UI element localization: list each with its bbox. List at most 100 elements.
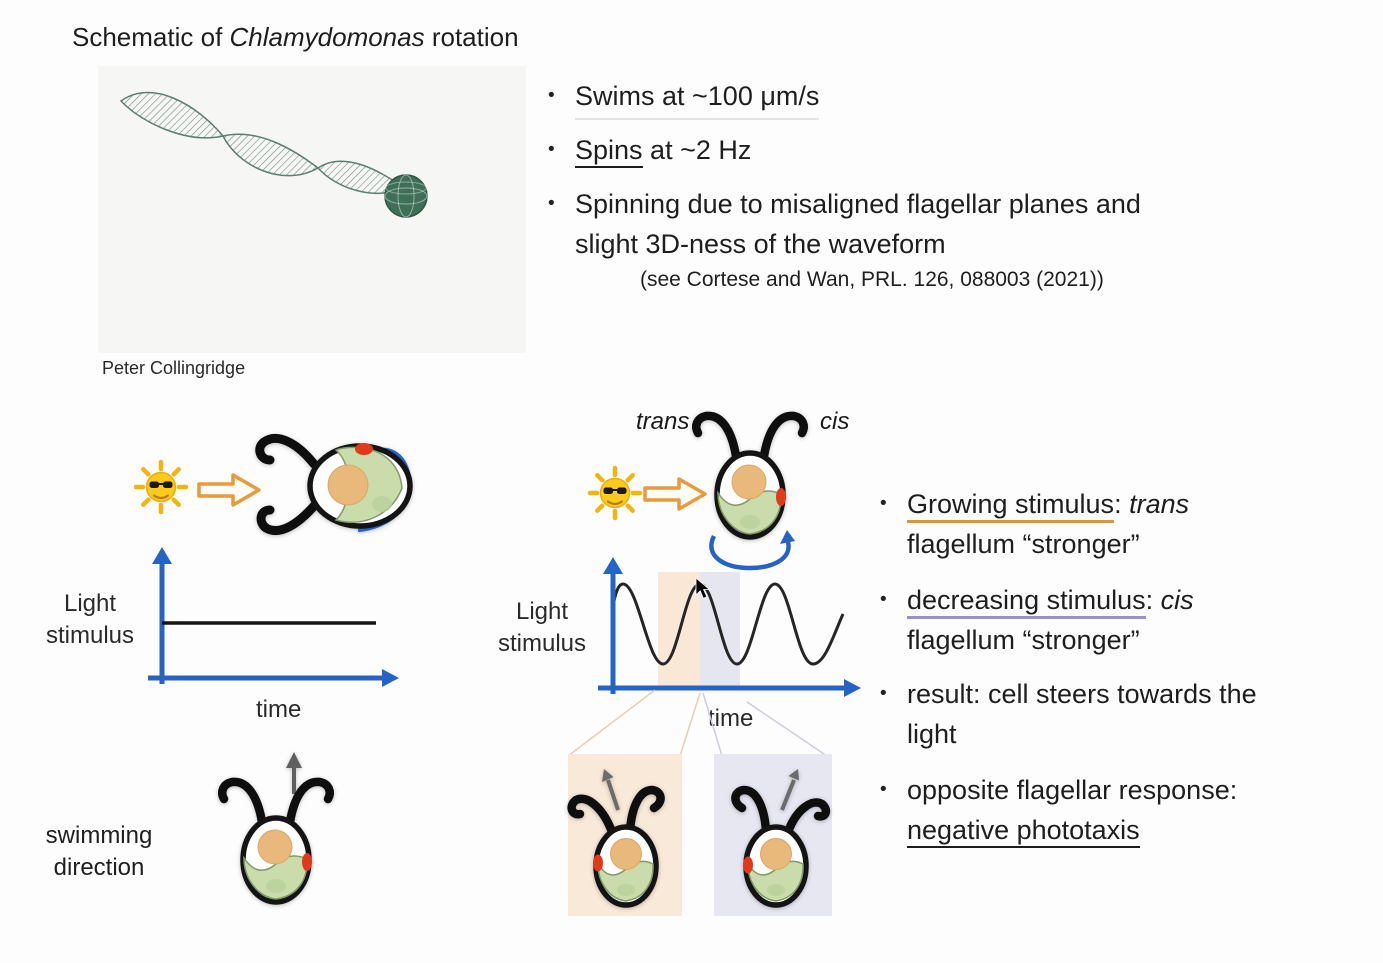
bullet-spinning: • Spinning due to misaligned flagellar p… <box>548 184 1338 264</box>
flagellum-left-curled <box>731 785 771 835</box>
cis-word: cis <box>1160 585 1194 615</box>
swim-arrowhead <box>286 752 302 768</box>
bullet-growing-stimulus: • Growing stimulus: trans flagellum “str… <box>880 484 1370 564</box>
nucleus <box>327 464 369 506</box>
sun-icon <box>587 465 643 521</box>
eyespot <box>355 443 373 455</box>
growing-stimulus-underlined: Growing stimulus <box>907 489 1115 523</box>
nucleus <box>610 838 642 870</box>
trans-word: trans <box>1129 489 1190 519</box>
bullet-dot: • <box>548 193 555 214</box>
steer-arrowhead <box>602 769 614 782</box>
middle-plot-ylabel: Light stimulus <box>497 598 587 657</box>
bullet-spinning-line1: Spinning due to misaligned flagellar pla… <box>575 189 1141 219</box>
image-credit: Peter Collingridge <box>102 358 246 378</box>
sinusoid-signal-line <box>611 582 845 666</box>
zoom-projection-lines <box>567 689 828 757</box>
oscillating-stimulus-plot <box>598 557 861 697</box>
left-plot-xlabel: time <box>256 696 302 723</box>
title-prefix: Schematic of <box>72 22 230 52</box>
flagellum-lower <box>256 501 319 535</box>
light-direction-arrow <box>643 477 707 511</box>
chloroplast <box>747 860 804 902</box>
swimming-direction-label: swimming direction <box>45 822 153 881</box>
flagellum-left-extended <box>567 794 617 837</box>
sun-rays <box>133 459 189 515</box>
bullet-decreasing-stimulus: • decreasing stimulus: cis flagellum “st… <box>880 580 1370 660</box>
x-axis-arrowhead <box>844 679 861 697</box>
light-direction-arrow <box>197 473 261 507</box>
eyespot <box>776 488 786 506</box>
bullet-spinning-line2: slight 3D-ness of the waveform <box>575 229 946 259</box>
pyrenoid <box>740 515 760 529</box>
left-plot-ylabel: Light stimulus <box>45 590 135 649</box>
sunglasses-icon <box>603 487 627 494</box>
steer-arrow <box>780 779 796 811</box>
cell-upright-swimming <box>218 752 334 905</box>
bullet-dot: • <box>880 779 887 800</box>
cell-body-sphere <box>384 174 428 218</box>
helical-flagellum-ribbon <box>119 91 406 194</box>
chloroplast <box>597 860 654 902</box>
cell-rising-response <box>567 769 665 908</box>
y-axis-arrowhead <box>603 557 623 574</box>
bullet-dot: • <box>880 589 887 610</box>
pyrenoid <box>372 496 392 512</box>
flagellum-right <box>285 777 334 827</box>
cell-sideways-with-rotation <box>255 433 413 535</box>
result-line2: light <box>907 719 957 749</box>
sunglasses-icon <box>149 481 173 488</box>
nucleus <box>257 829 293 865</box>
bullet-opposite-response: • opposite flagellar response: negative … <box>880 770 1380 850</box>
bullet-dot: • <box>880 493 887 514</box>
steer-arrow <box>606 779 620 811</box>
rotation-arrow-bottom <box>709 530 795 571</box>
helix-drawing <box>119 91 428 218</box>
bullet-dot: • <box>548 139 555 160</box>
title-species: Chlamydomonas <box>229 22 425 52</box>
rotation-arrowhead <box>780 530 795 544</box>
pyrenoid <box>617 884 635 896</box>
flagellum-cis <box>759 411 808 461</box>
flagellum-left <box>218 777 267 827</box>
bullet-swims: • Swims at ~100 μm/s <box>548 76 1348 120</box>
falling-stimulus-panel <box>714 754 832 916</box>
opposite-response-line1: opposite flagellar response: <box>907 775 1238 805</box>
sun-smile <box>153 494 169 499</box>
citation: (see Cortese and Wan, PRL. 126, 088003 (… <box>640 268 1104 291</box>
pyrenoid <box>767 884 785 896</box>
steer-arrowhead <box>788 769 799 781</box>
nucleus <box>760 838 792 870</box>
bullet-spins-rest: at ~2 Hz <box>642 135 752 165</box>
trans-label: trans <box>636 408 690 435</box>
pyrenoid <box>266 879 286 893</box>
cell-falling-response <box>731 769 831 908</box>
bullet-swims-text: Swims at ~100 μm/s <box>575 76 820 120</box>
decreasing-stimulus-line2: flagellum “stronger” <box>907 625 1140 655</box>
cell-upright-trans-cis <box>692 411 808 540</box>
mouse-cursor <box>695 577 711 599</box>
eyespot <box>593 854 603 872</box>
bullet-dot: • <box>548 85 555 106</box>
helix-schematic-image <box>98 66 526 353</box>
constant-stimulus-plot <box>148 547 399 687</box>
title-suffix: rotation <box>424 22 519 52</box>
flagellum-trans <box>692 411 741 461</box>
page-title: Schematic of Chlamydomonas rotation <box>72 22 519 53</box>
eyespot <box>743 856 753 874</box>
result-line1: result: cell steers towards the <box>907 679 1257 709</box>
bullet-spins-underlined: Spins <box>575 135 643 168</box>
middle-plot-xlabel: time <box>708 705 754 732</box>
flagellum-upper <box>255 433 319 469</box>
decreasing-stimulus-underlined: decreasing stimulus <box>907 585 1146 619</box>
eyespot <box>302 853 312 871</box>
rising-stimulus-panel <box>567 754 682 916</box>
flagellum-right-extended <box>783 798 831 837</box>
growing-stimulus-line2: flagellum “stronger” <box>907 529 1140 559</box>
flagellum-right-curled <box>625 785 665 835</box>
y-axis-arrowhead <box>152 547 172 564</box>
negative-phototaxis-underlined: negative phototaxis <box>907 815 1140 848</box>
cis-label: cis <box>820 408 850 435</box>
bullet-dot: • <box>880 683 887 704</box>
